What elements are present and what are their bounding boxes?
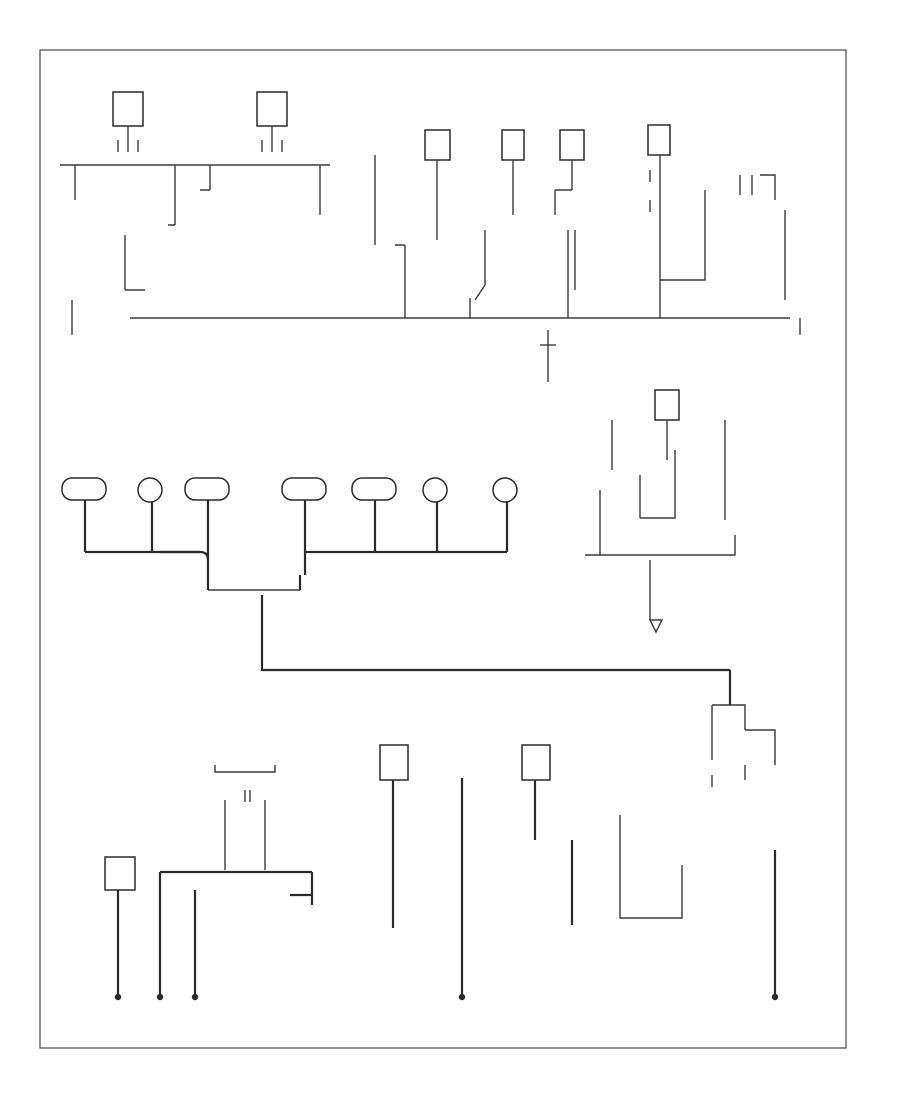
bottom-section — [104, 744, 779, 1001]
top-section — [60, 91, 801, 382]
component-box — [256, 91, 288, 127]
middle-left-section — [61, 477, 730, 672]
ground-point — [156, 993, 164, 1001]
right-ground-split — [711, 670, 776, 787]
ground-point — [771, 993, 779, 1001]
middle-right-section — [585, 389, 736, 634]
ground-point — [114, 993, 122, 1001]
ground-point — [458, 993, 466, 1001]
component-box — [112, 91, 144, 127]
ground-point — [191, 993, 199, 1001]
diagram-frame — [39, 49, 847, 1049]
